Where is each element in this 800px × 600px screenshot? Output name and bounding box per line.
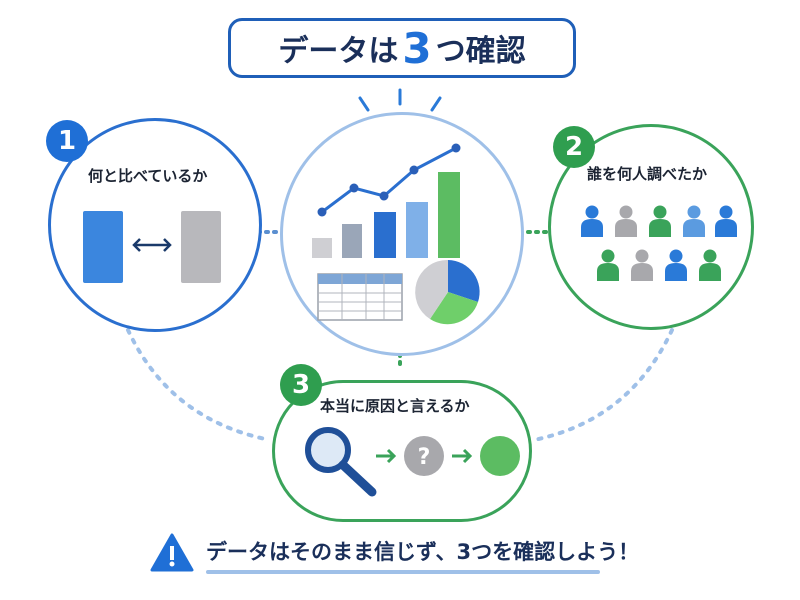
illustration-points	[317, 143, 461, 217]
person-icon	[715, 205, 737, 237]
warning-icon	[150, 533, 194, 572]
question-icon	[404, 436, 444, 476]
illustration-bar	[406, 202, 428, 258]
item-3-label: 本当に原因と言えるか	[320, 397, 470, 415]
person-icon	[597, 249, 619, 281]
compare-bar-gray	[181, 211, 221, 283]
person-icon	[581, 205, 603, 237]
arrow-icon	[376, 448, 397, 464]
item-2-badge: 2	[553, 126, 595, 168]
title-text-pre: データは	[278, 34, 399, 69]
illustration-line	[321, 146, 457, 214]
illustration-bar	[342, 224, 362, 258]
cause-flow: ?	[305, 427, 520, 497]
person-icon	[665, 249, 687, 281]
title-number: 3	[402, 23, 432, 73]
people-group	[581, 205, 737, 281]
item-1-badge: 1	[46, 120, 88, 162]
table-icon	[317, 273, 403, 321]
item-2-label: 誰を何人調べたか	[587, 165, 708, 183]
comparison-graphic	[83, 211, 221, 283]
illustration-bar	[374, 212, 396, 258]
person-icon	[631, 249, 653, 281]
magnifier-icon	[305, 427, 377, 497]
compare-bar-blue	[83, 211, 123, 283]
person-icon	[649, 205, 671, 237]
illustration-bar	[438, 172, 460, 258]
item-1-label: 何と比べているか	[88, 167, 208, 185]
double-arrow-icon	[132, 238, 172, 252]
person-icon	[699, 249, 721, 281]
result-circle-icon	[480, 436, 520, 476]
illustration-bar	[312, 238, 332, 258]
pie-chart-icon	[415, 259, 480, 325]
question-mark: ?	[418, 445, 431, 470]
title-box: データは 3 つ確認	[228, 18, 576, 78]
data-illustration	[312, 143, 480, 325]
person-icon	[615, 205, 637, 237]
footer-underline	[206, 570, 600, 574]
person-icon	[683, 205, 705, 237]
arrow-icon	[452, 448, 473, 464]
title-text-post: つ確認	[435, 34, 526, 69]
footer-message: データはそのまま信じず、3つを確認しよう！	[206, 540, 640, 564]
item-3-badge: 3	[280, 364, 322, 406]
